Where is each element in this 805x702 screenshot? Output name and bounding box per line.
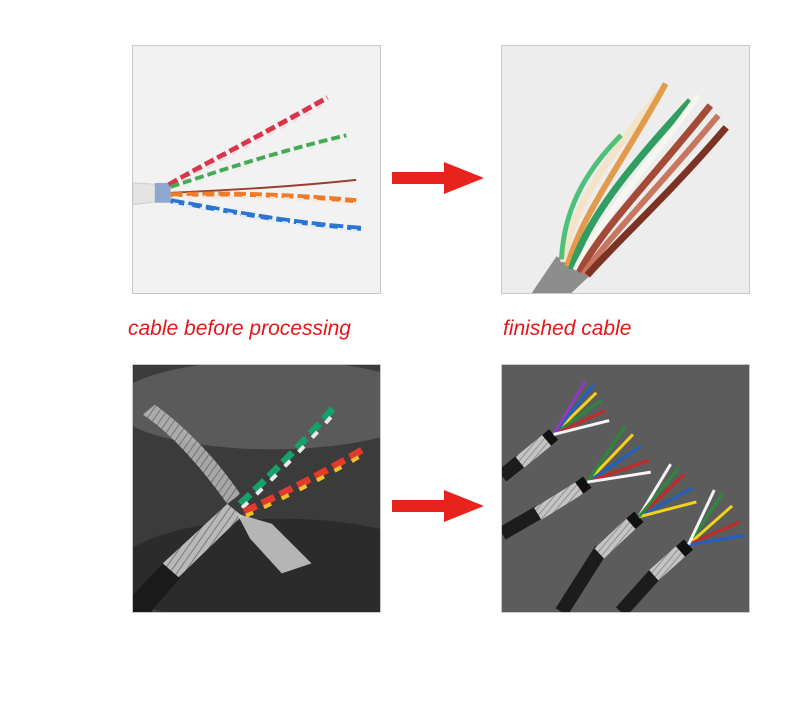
finished-network-cable-illustration — [502, 46, 749, 293]
photo-raw-network-cable — [132, 45, 381, 294]
photo-finished-network-cable — [501, 45, 750, 294]
photo-raw-shielded-cable — [132, 364, 381, 613]
raw-network-cable-illustration — [133, 46, 380, 293]
caption-finished-cable: finished cable — [503, 317, 632, 340]
right-arrow-icon — [392, 490, 484, 522]
finished-shielded-cables-illustration — [502, 365, 749, 612]
right-arrow-icon — [392, 162, 484, 194]
raw-shielded-cable-illustration — [133, 365, 380, 612]
photo-finished-shielded-cables — [501, 364, 750, 613]
caption-cable-before-processing: cable before processing — [128, 317, 351, 340]
